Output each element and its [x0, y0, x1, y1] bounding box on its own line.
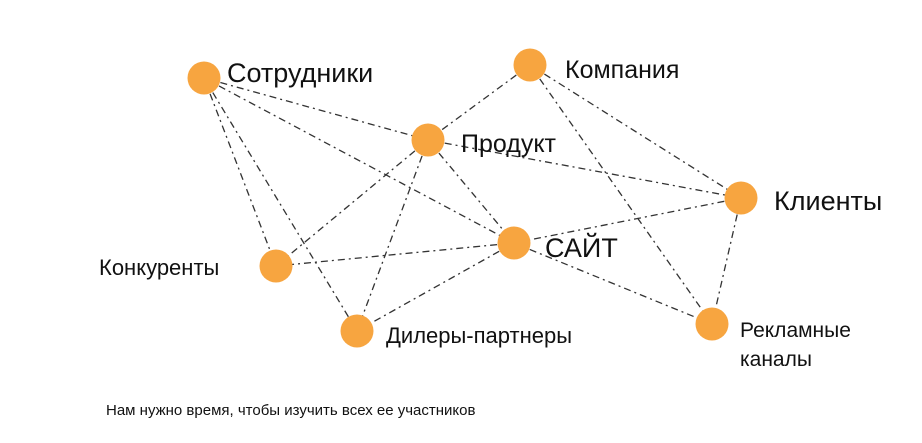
labels-layer: Сотрудники Компания Продукт Клиенты САЙТ… — [99, 56, 882, 371]
node-label-dilery: Дилеры-партнеры — [386, 323, 572, 348]
edge-produkt-konkurenty — [275, 139, 429, 267]
edge-produkt-klienty — [427, 139, 742, 199]
node-dot-klienty — [724, 181, 758, 215]
edge-sotrudniki-produkt — [203, 77, 429, 141]
edges-layer — [203, 64, 742, 332]
node-label-produkt: Продукт — [461, 130, 557, 158]
node-dot-sotrudniki — [187, 61, 221, 95]
node-label-reklama-line2: каналы — [740, 348, 812, 371]
node-label-reklama-line1: Рекламные — [740, 319, 851, 342]
node-label-klienty: Клиенты — [774, 186, 882, 216]
edge-sait-dilery — [356, 242, 515, 332]
node-dot-dilery — [340, 314, 374, 348]
edge-produkt-sait — [427, 139, 515, 244]
edge-klienty-sait — [513, 197, 742, 244]
edge-sait-reklama — [513, 242, 713, 325]
edge-kompaniya-klienty — [529, 64, 742, 199]
node-label-kompaniya: Компания — [565, 56, 679, 84]
edge-kompaniya-produkt — [427, 64, 531, 141]
node-dot-konkurenty — [259, 249, 293, 283]
node-label-sotrudniki: Сотрудники — [227, 58, 373, 88]
node-label-konkurenty: Конкуренты — [99, 255, 219, 280]
node-label-sait: САЙТ — [545, 232, 618, 263]
edge-kompaniya-reklama — [529, 64, 713, 325]
edge-sotrudniki-konkurenty — [203, 77, 277, 267]
node-dot-kompaniya — [513, 48, 547, 82]
node-dot-produkt — [411, 123, 445, 157]
node-dot-sait — [497, 226, 531, 260]
node-dot-reklama — [695, 307, 729, 341]
edge-sotrudniki-dilery — [203, 77, 358, 332]
footnote-text: Нам нужно время, чтобы изучить всех ее у… — [106, 402, 476, 419]
edge-klienty-reklama — [711, 197, 742, 325]
edge-sotrudniki-sait — [203, 77, 515, 244]
nodes-layer — [187, 48, 758, 348]
edge-sait-konkurenty — [275, 242, 515, 267]
